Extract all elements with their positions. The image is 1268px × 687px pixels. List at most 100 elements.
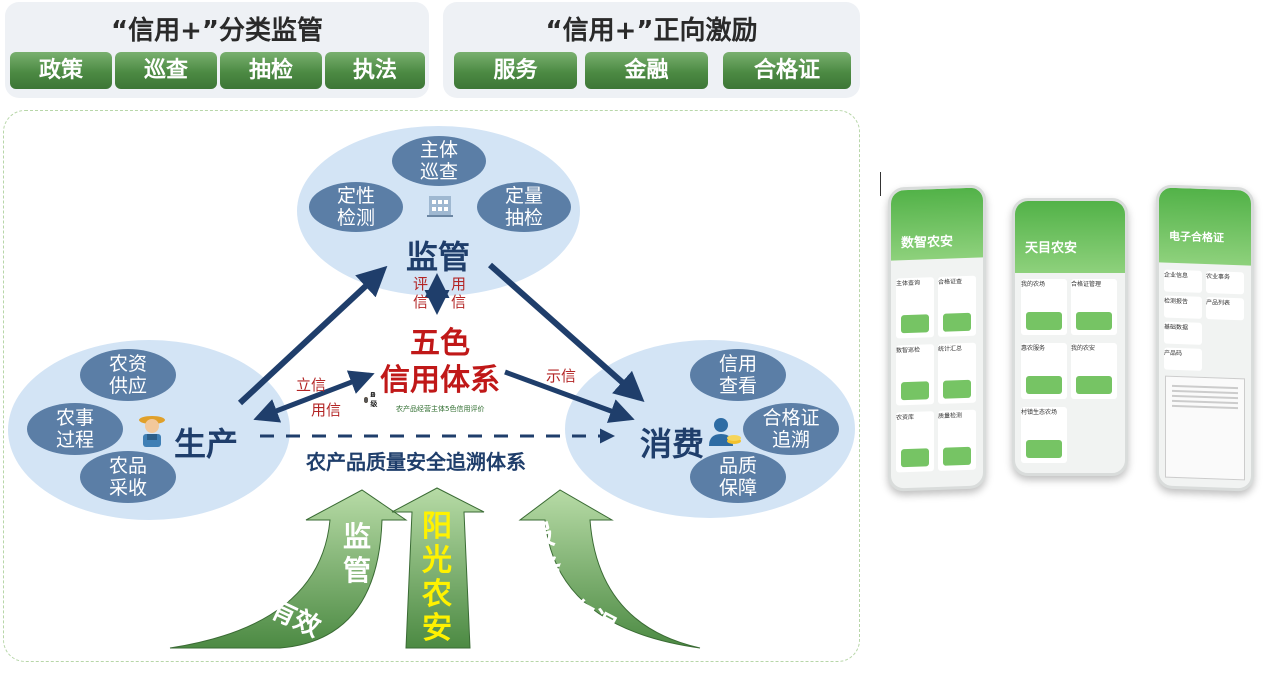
phone-3-doc-line-1 bbox=[1172, 384, 1238, 390]
phone-3-card-4-text: 产品列表 bbox=[1206, 299, 1231, 307]
phone-1-title: 数智农安 bbox=[901, 234, 954, 252]
phone-3-doc-line-3 bbox=[1172, 394, 1238, 400]
legend-e-text: E级 bbox=[370, 391, 378, 408]
legend-d-text: D级 bbox=[370, 391, 378, 408]
arrow-left-top-text: 监管 bbox=[342, 520, 371, 587]
bubble-harvest: 农品采收 bbox=[80, 451, 176, 503]
bubble-qualitative-test-text: 定性检测 bbox=[336, 185, 375, 229]
legend-c-text: C级 bbox=[370, 391, 378, 408]
phone-2-card-2[interactable]: 合格证管理 bbox=[1071, 279, 1117, 335]
phone-2-card-4-text: 我的农安 bbox=[1071, 345, 1096, 352]
phone-tianmu-agrisafety: 天目农安 我的农场 合格证管理 惠农服务 我的农安 村镇生态农场 bbox=[1012, 198, 1128, 476]
panel-title-supervision: “信用+”分类监管 bbox=[111, 16, 323, 46]
node-supervision: 监管 bbox=[406, 238, 471, 276]
node-consumption: 消费 bbox=[640, 425, 705, 463]
pill-service[interactable]: 服务 bbox=[454, 52, 577, 89]
phone-3-doc-line-4 bbox=[1172, 399, 1238, 405]
bubble-quality-assurance-text: 品质保障 bbox=[718, 455, 757, 499]
farmer-icon bbox=[137, 414, 167, 448]
label-ping-xin: 评信 bbox=[413, 275, 429, 311]
legend-e: E级 bbox=[364, 391, 379, 409]
bubble-farming-process: 农事过程 bbox=[27, 403, 123, 455]
panel-positive-incentive: “信用+”正向激励 服务 金融 合格证 bbox=[443, 2, 860, 98]
pill-policy[interactable]: 政策 bbox=[10, 52, 112, 89]
bubble-quality-assurance: 品质保障 bbox=[690, 451, 786, 503]
bubble-farming-process-text: 农事过程 bbox=[55, 407, 94, 451]
phone-1-card-6-img bbox=[943, 446, 971, 466]
phone-2-card-3-img bbox=[1026, 376, 1062, 394]
phone-3-card-6[interactable]: 产品码 bbox=[1164, 347, 1202, 371]
arrow-sunshine-agrisafety bbox=[391, 487, 485, 649]
phone-3-card-6-text: 产品码 bbox=[1164, 349, 1183, 358]
phone-2-card-1-text: 我的农场 bbox=[1021, 281, 1046, 288]
trace-system-label: 农产品质量安全追溯体系 bbox=[306, 450, 526, 474]
phone-1-card-5-img bbox=[901, 448, 929, 468]
phone-3-card-3[interactable]: 检测报告 bbox=[1164, 295, 1202, 319]
arrow-supervision-to-consumption bbox=[488, 262, 645, 402]
bubble-certificate-trace-text: 合格证追溯 bbox=[762, 407, 820, 451]
phone-1-card-5[interactable]: 农资库 bbox=[896, 411, 934, 473]
phone-1-card-6-text: 质量检测 bbox=[938, 412, 963, 420]
phone-1-card-1-text: 主体查询 bbox=[896, 279, 921, 288]
phone-2-card-2-text: 合格证管理 bbox=[1071, 281, 1102, 288]
phone-2-card-5-text: 村镇生态农场 bbox=[1021, 409, 1058, 416]
arrow-five-color-consumption bbox=[504, 369, 635, 423]
bubble-credit-check: 信用查看 bbox=[690, 349, 786, 401]
phone-3-card-2[interactable]: 农业事务 bbox=[1206, 271, 1244, 295]
phone-3-card-4[interactable]: 产品列表 bbox=[1206, 297, 1244, 321]
phone-1-card-4[interactable]: 统计汇总 bbox=[938, 342, 976, 404]
phone-1-card-6[interactable]: 质量检测 bbox=[938, 409, 976, 471]
phone-2-card-3-text: 惠农服务 bbox=[1021, 345, 1046, 352]
phone-3-card-2-text: 农业事务 bbox=[1206, 273, 1231, 281]
phone-3-doc-line-2 bbox=[1172, 389, 1238, 395]
legend-caption: 农产品经营主体5色信用评价 bbox=[396, 405, 485, 413]
phone-1-card-1-img bbox=[901, 314, 929, 334]
legend-b-text: B级 bbox=[370, 391, 378, 408]
phone-2-card-1-img bbox=[1026, 312, 1062, 330]
phone-2-title: 天目农安 bbox=[1025, 241, 1078, 256]
phone-1-card-2[interactable]: 合格证查 bbox=[938, 275, 976, 337]
bubble-quantitative-sampling: 定量抽检 bbox=[477, 182, 571, 232]
bubble-agri-inputs-text: 农资供应 bbox=[108, 353, 147, 397]
phone-1-card-3-img bbox=[901, 381, 929, 401]
phone-2-card-3[interactable]: 惠农服务 bbox=[1021, 343, 1067, 399]
phone-3-title: 电子合格证 bbox=[1169, 229, 1224, 245]
arrow-production-five-color bbox=[253, 370, 375, 423]
pill-enforcement[interactable]: 执法 bbox=[325, 52, 425, 89]
node-production: 生产 bbox=[174, 425, 239, 463]
panel-classified-supervision: “信用+”分类监管 政策 巡查 抽检 执法 bbox=[5, 2, 429, 98]
phone-1-card-5-text: 农资库 bbox=[896, 413, 915, 422]
five-color-title-1: 五色 bbox=[410, 326, 470, 361]
phone-digital-agrisafety: 数智农安 主体查询 合格证查 数智巡检 统计汇总 农资库 质量检测 bbox=[888, 184, 986, 492]
bubble-credit-check-text: 信用查看 bbox=[718, 353, 757, 397]
phone-2-card-4[interactable]: 我的农安 bbox=[1071, 343, 1117, 399]
phone-1-card-4-text: 统计汇总 bbox=[938, 345, 963, 353]
phone-1-header: 数智农安 bbox=[891, 187, 983, 261]
bubble-entity-patrol-text: 主体巡查 bbox=[419, 139, 458, 183]
phone-2-card-2-img bbox=[1076, 312, 1112, 330]
phone-2-card-1[interactable]: 我的农场 bbox=[1021, 279, 1067, 335]
pill-finance[interactable]: 金融 bbox=[585, 52, 708, 89]
bubble-quantitative-sampling-text: 定量抽检 bbox=[504, 185, 543, 229]
legend-a-text: A级 bbox=[370, 391, 378, 408]
five-color-title-2: 信用体系 bbox=[380, 363, 500, 398]
bubble-agri-inputs: 农资供应 bbox=[80, 349, 176, 401]
credit-arrows bbox=[237, 262, 645, 444]
phone-3-card-1[interactable]: 企业信息 bbox=[1164, 269, 1202, 293]
pill-patrol[interactable]: 巡查 bbox=[115, 52, 217, 89]
phone-e-certificate: 电子合格证 企业信息 农业事务 检测报告 产品列表 基础数据 产品码 bbox=[1156, 184, 1254, 492]
phone-2-header: 天目农安 bbox=[1015, 201, 1125, 273]
cursor-caret bbox=[880, 172, 881, 196]
pill-certificate[interactable]: 合格证 bbox=[723, 52, 851, 89]
phone-1-card-3-text: 数智巡检 bbox=[896, 346, 921, 355]
arrow-mid-text: 阳光农安 bbox=[422, 509, 452, 646]
building-icon bbox=[424, 192, 456, 218]
phone-1-card-1[interactable]: 主体查询 bbox=[896, 277, 934, 339]
phone-1-card-3[interactable]: 数智巡检 bbox=[896, 344, 934, 406]
phone-3-card-5[interactable]: 基础数据 bbox=[1164, 321, 1202, 345]
phone-3-certificate-doc bbox=[1165, 375, 1245, 481]
pill-sampling[interactable]: 抽检 bbox=[220, 52, 322, 89]
phone-2-card-4-img bbox=[1076, 376, 1112, 394]
diagram-frame bbox=[3, 110, 860, 662]
phone-2-card-5[interactable]: 村镇生态农场 bbox=[1021, 407, 1067, 463]
